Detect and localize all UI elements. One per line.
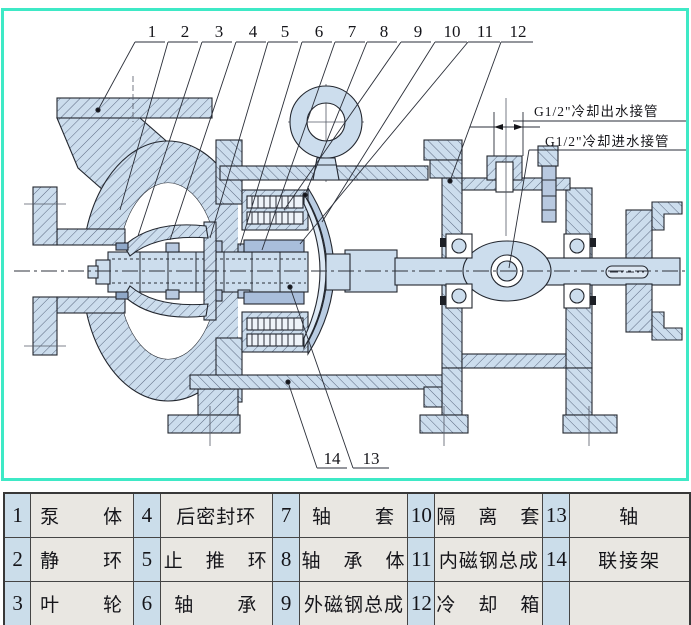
callout-1: 1: [148, 22, 157, 41]
part-number-cell: 5: [133, 537, 161, 582]
part-number-cell: 4: [133, 492, 161, 538]
part-name-cell: [569, 581, 691, 625]
callout-12: 12: [510, 22, 527, 41]
cooling-annotations: G1/2"冷却出水接管 G1/2"冷却进水接管: [470, 103, 686, 269]
callout-13: 13: [363, 449, 380, 468]
coupling-end: [605, 201, 683, 341]
cooling-inlet-label: G1/2"冷却进水接管: [545, 133, 670, 149]
pump-cross-section-drawing: 1 2 3 4 5 6 7 8 9 10 11 12 13 14 G1/2"冷却…: [1, 8, 689, 481]
part-number-cell: 7: [271, 492, 301, 538]
part-name-cell: 泵 体: [30, 492, 134, 538]
callout-3: 3: [215, 22, 224, 41]
cooling-outlet-label: G1/2"冷却出水接管: [534, 103, 659, 119]
suction-pipe-wall-bottom: [56, 296, 126, 314]
callout-6: 6: [315, 22, 324, 41]
callout-leaders: [95, 41, 533, 469]
callout-8: 8: [380, 22, 389, 41]
callout-14: 14: [324, 449, 342, 468]
callout-numbers: 1 2 3 4 5 6 7 8 9 10 11 12 13 14: [148, 22, 527, 468]
inner-magnet-bottom: [243, 291, 305, 305]
isolation-sleeve: [303, 191, 327, 351]
part-number-cell: 13: [542, 492, 571, 538]
part-name-cell: 隔 离 套: [434, 492, 544, 538]
part-number-cell: 3: [3, 581, 32, 625]
part-name-cell: 轴 套: [299, 492, 409, 538]
part-number-cell: 14: [542, 537, 571, 582]
discharge-flange: [56, 97, 213, 119]
part-number-cell: 10: [407, 492, 436, 538]
suction-flange-bottom: [32, 296, 58, 356]
part-name-cell: 止 推 环: [159, 537, 273, 582]
part-number-cell: 8: [271, 537, 301, 582]
part-name-cell: 后密封环: [159, 492, 273, 538]
callout-2: 2: [181, 22, 190, 41]
part-name-cell: 叶 轮: [30, 581, 134, 625]
part-number-cell: 12: [407, 581, 436, 625]
part-name-cell: 外磁钢总成: [299, 581, 409, 625]
inner-magnet-top: [243, 239, 305, 253]
part-name-cell: 轴: [569, 492, 691, 538]
callout-10: 10: [444, 22, 461, 41]
callout-11: 11: [477, 22, 493, 41]
static-ring: [115, 242, 129, 251]
part-number-cell: 1: [3, 492, 32, 538]
part-name-cell: 内磁钢总成: [434, 537, 544, 582]
part-name-cell: 轴 承 体: [299, 537, 409, 582]
part-number-cell: 9: [271, 581, 301, 625]
callout-5: 5: [281, 22, 290, 41]
callout-9: 9: [414, 22, 423, 41]
callout-4: 4: [249, 22, 258, 41]
part-name-cell: 联接架: [569, 537, 691, 582]
outer-magnet-cup: [307, 186, 335, 356]
lifting-eye-bolt: [288, 84, 364, 182]
suction-flange-top: [32, 186, 58, 246]
part-number-cell: 11: [407, 537, 436, 582]
pump-foot-riser: [197, 388, 239, 416]
part-name-cell: 冷 却 箱: [434, 581, 544, 625]
drawing-border: [1, 8, 689, 481]
part-number-cell: 6: [133, 581, 161, 625]
pump-foot: [167, 414, 241, 434]
part-name-cell: 轴 承: [159, 581, 273, 625]
part-name-cell: 静 环: [30, 537, 134, 582]
callout-7: 7: [348, 22, 357, 41]
suction-pipe-wall-top: [56, 228, 126, 246]
bearing-housing-foot-right: [562, 414, 618, 434]
outer-magnet-assembly: [241, 186, 335, 356]
part-number-cell: 2: [3, 537, 32, 582]
part-number-cell: [542, 581, 571, 625]
ball-bearings: [440, 233, 596, 309]
